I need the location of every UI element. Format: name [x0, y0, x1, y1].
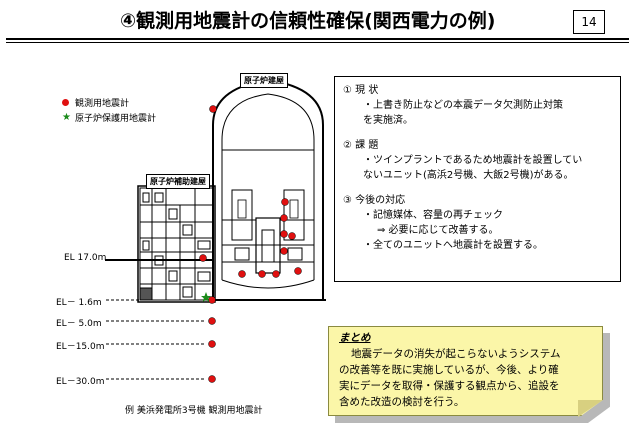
- section-line: を実施済。: [363, 115, 413, 126]
- summary-line: 実にデータを取得・保護する観点から、追設を: [339, 380, 560, 392]
- summary-title: まとめ: [339, 332, 371, 344]
- summary-line: の改善等を既に実施しているが、今後、より確: [339, 364, 559, 376]
- section-line: ・全てのユニットへ地震計を設置する。: [363, 240, 543, 251]
- section-line: ・ツインプラントであるため地震計を設置してい: [363, 155, 583, 166]
- protection-seismometers: [201, 292, 211, 302]
- section-line: ないユニット(高浜2号機、大飯2号機)がある。: [363, 170, 574, 181]
- summary-line: 地震データの消失が起こらないようシステム: [351, 348, 561, 360]
- legend: 観測用地震計 ★ 原子炉保護用地震計: [62, 95, 156, 125]
- elevation-label-minus-1-6: EL－ 1.6m: [56, 298, 102, 308]
- reactor-building-label: 原子炉建屋: [240, 73, 288, 88]
- page-number: 14: [573, 10, 605, 34]
- summary-note: まとめ 地震データの消失が起こらないようシステム の改善等を既に実施しているが、…: [328, 326, 603, 416]
- elevation-lines: [106, 299, 204, 380]
- green-star-icon: ★: [62, 112, 71, 123]
- section-heading-status: ① 現 状: [343, 85, 379, 96]
- auxiliary-building-label: 原子炉補助建屋: [146, 174, 210, 189]
- legend-item-observation: 観測用地震計: [62, 95, 156, 110]
- legend-label-observation: 観測用地震計: [75, 99, 130, 109]
- legend-label-protection: 原子炉保護用地震計: [75, 114, 157, 124]
- auxiliary-building: [137, 185, 216, 303]
- elevation-label-minus-5: EL－ 5.0m: [56, 319, 102, 329]
- page-title: ④観測用地震計の信頼性確保(関西電力の例): [120, 10, 496, 32]
- section-heading-future: ③ 今後の対応: [343, 195, 406, 206]
- summary-line: 含めた改造の検討を行う。: [339, 396, 465, 408]
- section-line: ・記憶媒体、容量の再チェック: [363, 210, 503, 221]
- elevation-label-minus-30: EL－30.0m: [56, 377, 105, 387]
- section-heading-issue: ② 課 題: [343, 140, 379, 151]
- section-line: ⇒ 必要に応じて改善する。: [377, 225, 499, 236]
- title-rule-thin: [6, 42, 629, 43]
- elevation-label-minus-15: EL－15.0m: [56, 342, 105, 352]
- title-rule: [6, 38, 629, 40]
- legend-item-protection: ★ 原子炉保護用地震計: [62, 110, 156, 125]
- red-dot-icon: [62, 99, 69, 106]
- section-line: ・上書き防止などの本震データ欠測防止対策: [363, 100, 563, 111]
- reactor-building: [210, 78, 326, 301]
- elevation-label-17: EL 17.0m: [64, 253, 107, 263]
- observation-seismometers: [199, 105, 302, 383]
- diagram-caption: 例 美浜発電所3号機 観測用地震計: [125, 406, 263, 416]
- status-info-box: ① 現 状 ・上書き防止などの本震データ欠測防止対策 を実施済。 ② 課 題 ・…: [334, 76, 621, 282]
